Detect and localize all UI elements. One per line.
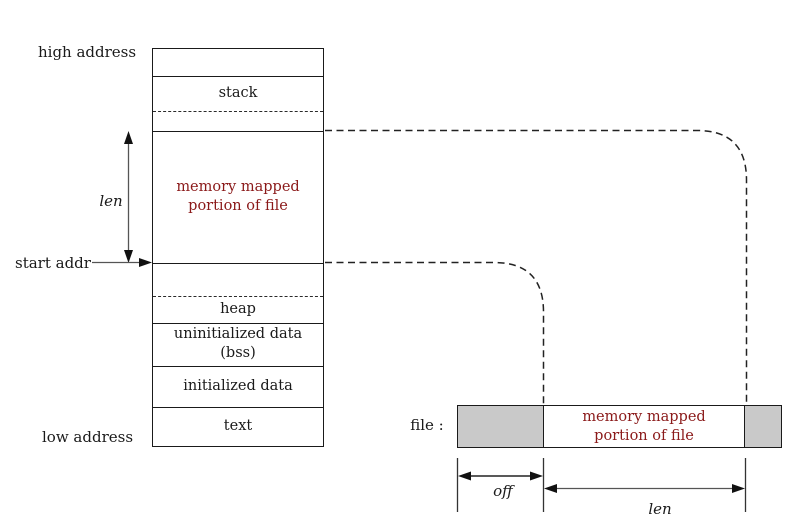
segment-line-stack-top — [153, 75, 323, 77]
high-address-label: high address — [38, 43, 137, 61]
segment-text: text — [153, 407, 323, 447]
file-mapped-region: memory mapped portion of file — [544, 406, 744, 447]
file-mapped-label-line2: portion of file — [594, 427, 694, 444]
stack-growth-dashed-line — [153, 110, 323, 112]
low-address-label: low address — [42, 428, 134, 446]
segment-line-data-bottom — [153, 406, 323, 408]
stack-label: stack — [218, 84, 258, 101]
len-label-left: len — [99, 192, 123, 210]
file-offset-region — [458, 406, 544, 447]
file-mapped-label-line1: memory mapped — [582, 408, 706, 425]
mmap-label-line2: portion of file — [188, 197, 288, 214]
connector-top-dashed-line — [325, 129, 748, 404]
file-tail-region — [744, 406, 781, 447]
len-label-bottom: len — [648, 500, 672, 518]
segment-heap: heap — [153, 296, 323, 323]
bss-label-line1: uninitialized data — [173, 326, 303, 342]
file-rectangle: memory mapped portion of file — [457, 405, 782, 448]
heap-label: heap — [220, 300, 256, 317]
segment-line-bss-bottom — [153, 365, 323, 367]
segment-initialized-data: initialized data — [153, 366, 323, 407]
segment-line-mmap-bottom — [153, 262, 323, 264]
segment-line-mmap-top — [153, 130, 323, 132]
file-label: file : — [410, 416, 444, 434]
mmap-label-line1: memory mapped — [176, 178, 300, 195]
connector-bottom-dashed-line — [325, 261, 545, 404]
text-segment-label: text — [223, 418, 253, 434]
bss-label-line2: (bss) — [220, 345, 256, 361]
off-arrow — [458, 471, 543, 481]
off-label: off — [493, 482, 513, 500]
start-addr-label: start addr — [15, 254, 91, 272]
initialized-data-label: initialized data — [183, 377, 293, 394]
process-memory-rectangle: stack memory mapped portion of file heap… — [152, 48, 324, 447]
segment-bss: uninitialized data (bss) — [153, 323, 323, 366]
segment-memory-mapped: memory mapped portion of file — [153, 131, 323, 263]
heap-growth-dashed-line — [153, 295, 323, 297]
segment-stack: stack — [153, 76, 323, 111]
start-addr-arrow — [92, 258, 152, 267]
len-horizontal-arrow — [544, 484, 745, 493]
segment-line-heap-bottom — [153, 322, 323, 324]
